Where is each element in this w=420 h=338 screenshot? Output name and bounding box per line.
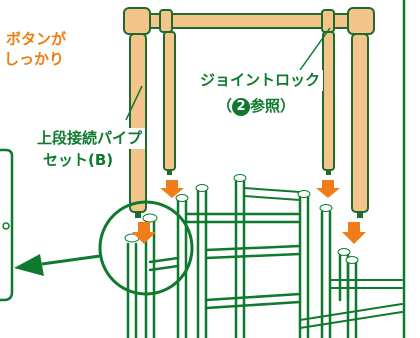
step-number-badge: 2 xyxy=(232,98,251,116)
right-panel xyxy=(402,0,420,338)
arrow-down-icon xyxy=(342,222,366,244)
detail-callout-box xyxy=(0,148,14,302)
arrow-left-icon xyxy=(14,254,44,276)
detail-magnifier-circle xyxy=(98,200,194,296)
insert-arrows xyxy=(132,180,366,244)
button-note-line1: ボタンが xyxy=(6,30,67,48)
leg-studs xyxy=(135,170,363,218)
pipe-set-label-line1: 上段接続パイプ xyxy=(34,128,146,149)
joint-lock-label: ジョイントロック xyxy=(197,70,324,91)
arrow-down-icon xyxy=(132,222,156,244)
button-note-line2: しっかり xyxy=(4,50,65,68)
pipe-set-label-line2: セット(B) xyxy=(40,150,117,171)
detail-dot xyxy=(2,222,10,230)
leader-line-joint-lock xyxy=(299,27,331,71)
reference-text: 参照） xyxy=(250,97,296,115)
lower-frame xyxy=(124,174,403,338)
arrow-down-icon xyxy=(316,180,340,198)
arrow-down-icon xyxy=(160,180,184,198)
leader-line-pipe-set xyxy=(125,85,143,121)
detail-pointer-line xyxy=(41,254,101,266)
paren-open: （ xyxy=(217,97,233,115)
